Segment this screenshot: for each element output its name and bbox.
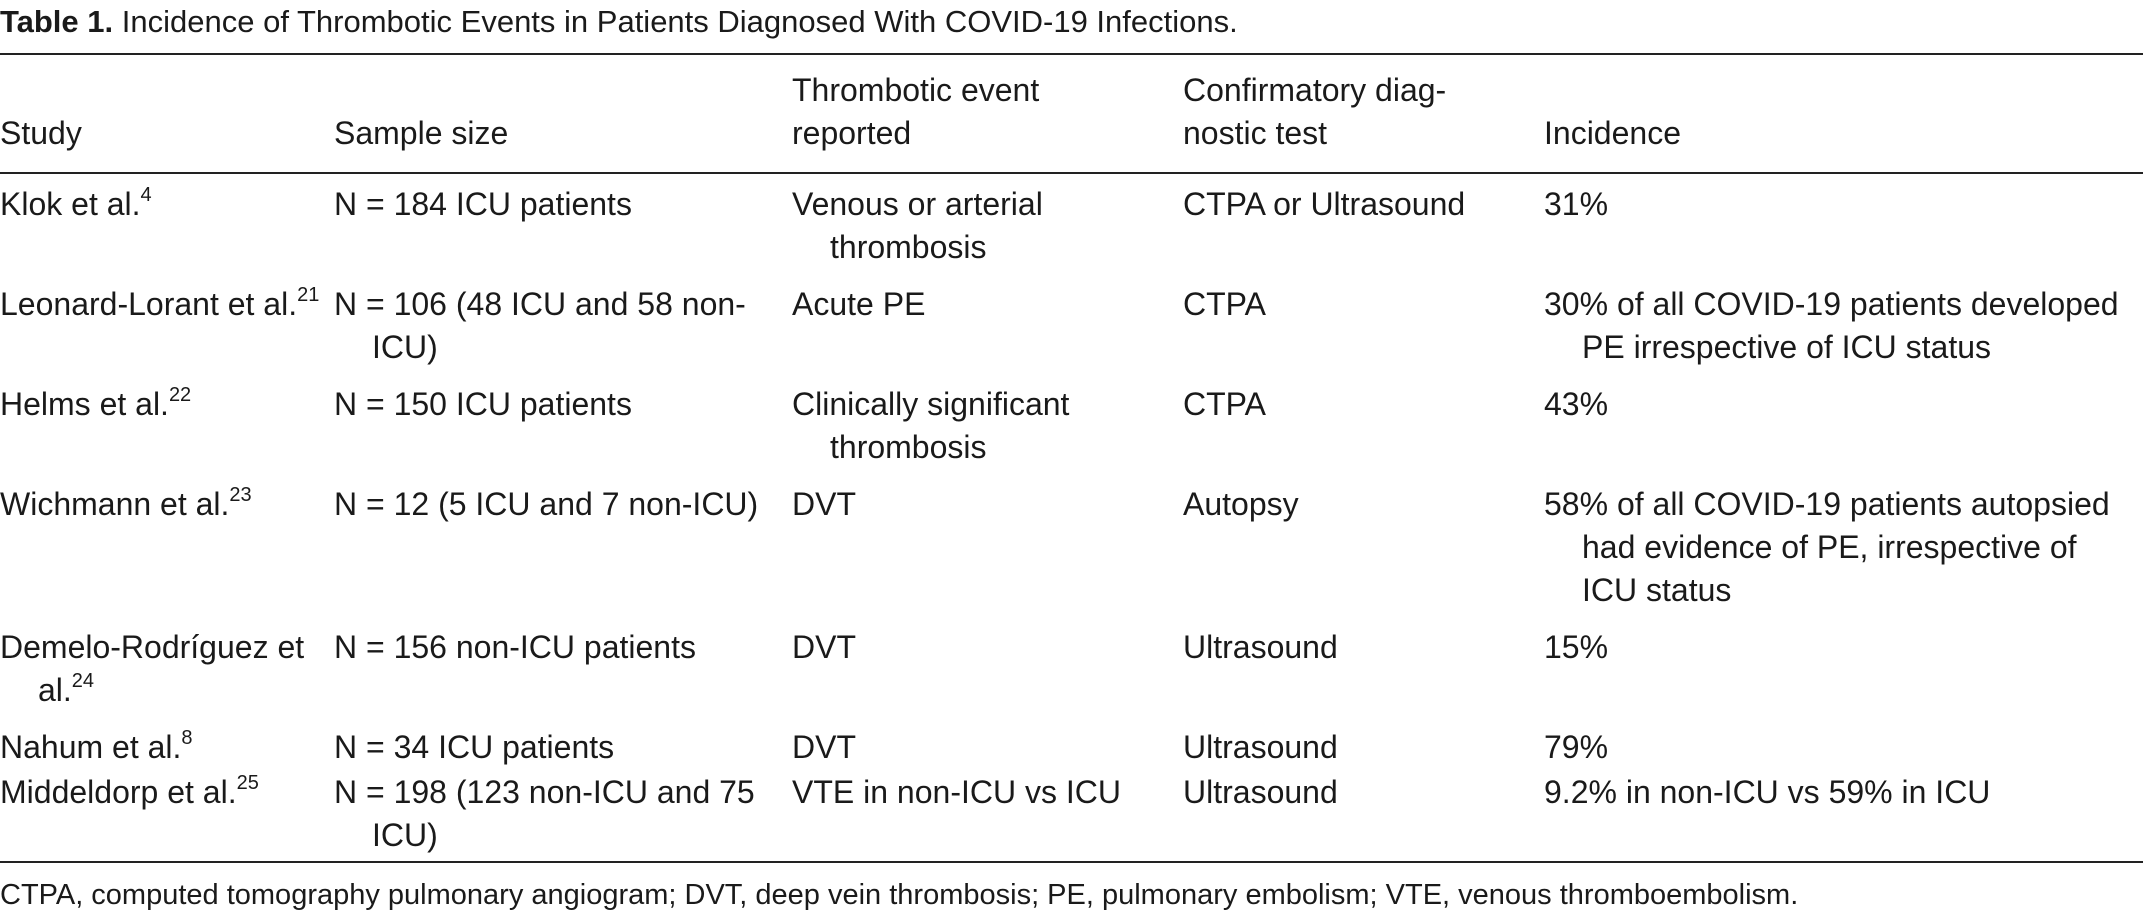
cell-incidence: 43% <box>1544 386 1609 422</box>
cell-sample-size: N = 156 non-ICU patients <box>334 629 696 665</box>
table-row: Middeldorp et al.25 N = 198 (123 non-ICU … <box>0 771 2143 857</box>
cell-study: Klok et al.4 <box>0 184 152 222</box>
cell-diagnostic-test: CTPA or Ultrasound <box>1183 186 1466 222</box>
table-row: Helms et al.22 N = 150 ICU patients Clinic… <box>0 383 2143 483</box>
cell-diagnostic-test: Autopsy <box>1183 486 1299 522</box>
cell-sample-size: N = 12 (5 ICU and 7 non-ICU) <box>334 486 759 522</box>
reference-superscript: 23 <box>229 484 252 507</box>
table-footnote: CTPA, computed tomography pulmonary angi… <box>0 879 1799 911</box>
header-study: Study <box>0 115 82 151</box>
table-caption-text: Incidence of Thrombotic Events in Patien… <box>121 4 1238 39</box>
reference-superscript: 8 <box>181 727 193 750</box>
table-row: Nahum et al.8 N = 34 ICU patients DVT Ultra… <box>0 726 2143 771</box>
bottom-rule <box>0 861 2143 863</box>
header-sample-size: Sample size <box>334 115 509 151</box>
cell-diagnostic-test: CTPA <box>1183 286 1266 322</box>
reference-superscript: 25 <box>236 772 259 795</box>
table-caption-label: Table 1. <box>0 4 114 39</box>
cell-study: Leonard-Lorant et al.21 <box>0 284 320 322</box>
header-incidence: Incidence <box>1544 115 1681 151</box>
table-row: Wichmann et al.23 N = 12 (5 ICU and 7 non… <box>0 483 2143 626</box>
cell-incidence: 31% <box>1544 186 1609 222</box>
cell-sample-size: N = 106 (48 ICU and 58 non-ICU) <box>334 286 746 365</box>
table-caption: Table 1. Incidence of Thrombotic Events … <box>0 2 1238 42</box>
reference-superscript: 4 <box>140 184 152 207</box>
cell-incidence: 58% of all COVID-19 patients autopsied h… <box>1544 486 2110 608</box>
top-rule <box>0 53 2143 55</box>
cell-incidence: 79% <box>1544 729 1609 765</box>
cell-thrombotic-event: Clinically significant thrombosis <box>792 386 1070 465</box>
cell-sample-size: N = 198 (123 non-ICU and 75 ICU) <box>334 774 755 853</box>
reference-superscript: 24 <box>71 670 95 693</box>
table-row: Leonard-Lorant et al.21 N = 106 (48 ICU a… <box>0 283 2143 383</box>
table-body: Klok et al.4 N = 184 ICU patients Venous o… <box>0 164 2143 857</box>
reference-superscript: 22 <box>168 384 192 407</box>
cell-incidence: 30% of all COVID-19 patients developed P… <box>1544 286 2119 365</box>
cell-sample-size: N = 150 ICU patients <box>334 386 632 422</box>
cell-incidence: 15% <box>1544 629 1609 665</box>
cell-study: Middeldorp et al.25 <box>0 772 259 810</box>
header-diagnostic-test: Confirmatory diag-nostic test <box>1183 72 1447 151</box>
reference-superscript: 21 <box>297 284 320 307</box>
cell-study: Wichmann et al.23 <box>0 484 252 522</box>
cell-thrombotic-event: DVT <box>792 729 856 765</box>
cell-incidence: 9.2% in non-ICU vs 59% in ICU <box>1544 774 1991 810</box>
table-row: Demelo-Rodríguez et al.24 N = 156 non-ICU… <box>0 626 2143 726</box>
cell-study: Nahum et al.8 <box>0 727 193 765</box>
cell-sample-size: N = 34 ICU patients <box>334 729 615 765</box>
cell-study: Demelo-Rodríguez et al.24 <box>0 629 305 708</box>
cell-thrombotic-event: VTE in non-ICU vs ICU <box>792 774 1121 810</box>
cell-thrombotic-event: DVT <box>792 629 856 665</box>
table-row: Klok et al.4 N = 184 ICU patients Venous o… <box>0 164 2143 283</box>
cell-diagnostic-test: Ultrasound <box>1183 774 1338 810</box>
cell-thrombotic-event: Venous or arterial thrombosis <box>792 186 1043 265</box>
cell-thrombotic-event: DVT <box>792 486 856 522</box>
cell-diagnostic-test: Ultrasound <box>1183 729 1338 765</box>
cell-sample-size: N = 184 ICU patients <box>334 186 632 222</box>
cell-diagnostic-test: Ultrasound <box>1183 629 1338 665</box>
cell-study: Helms et al.22 <box>0 384 192 422</box>
header-rule <box>0 172 2143 174</box>
cell-thrombotic-event: Acute PE <box>792 286 926 322</box>
cell-diagnostic-test: CTPA <box>1183 386 1266 422</box>
